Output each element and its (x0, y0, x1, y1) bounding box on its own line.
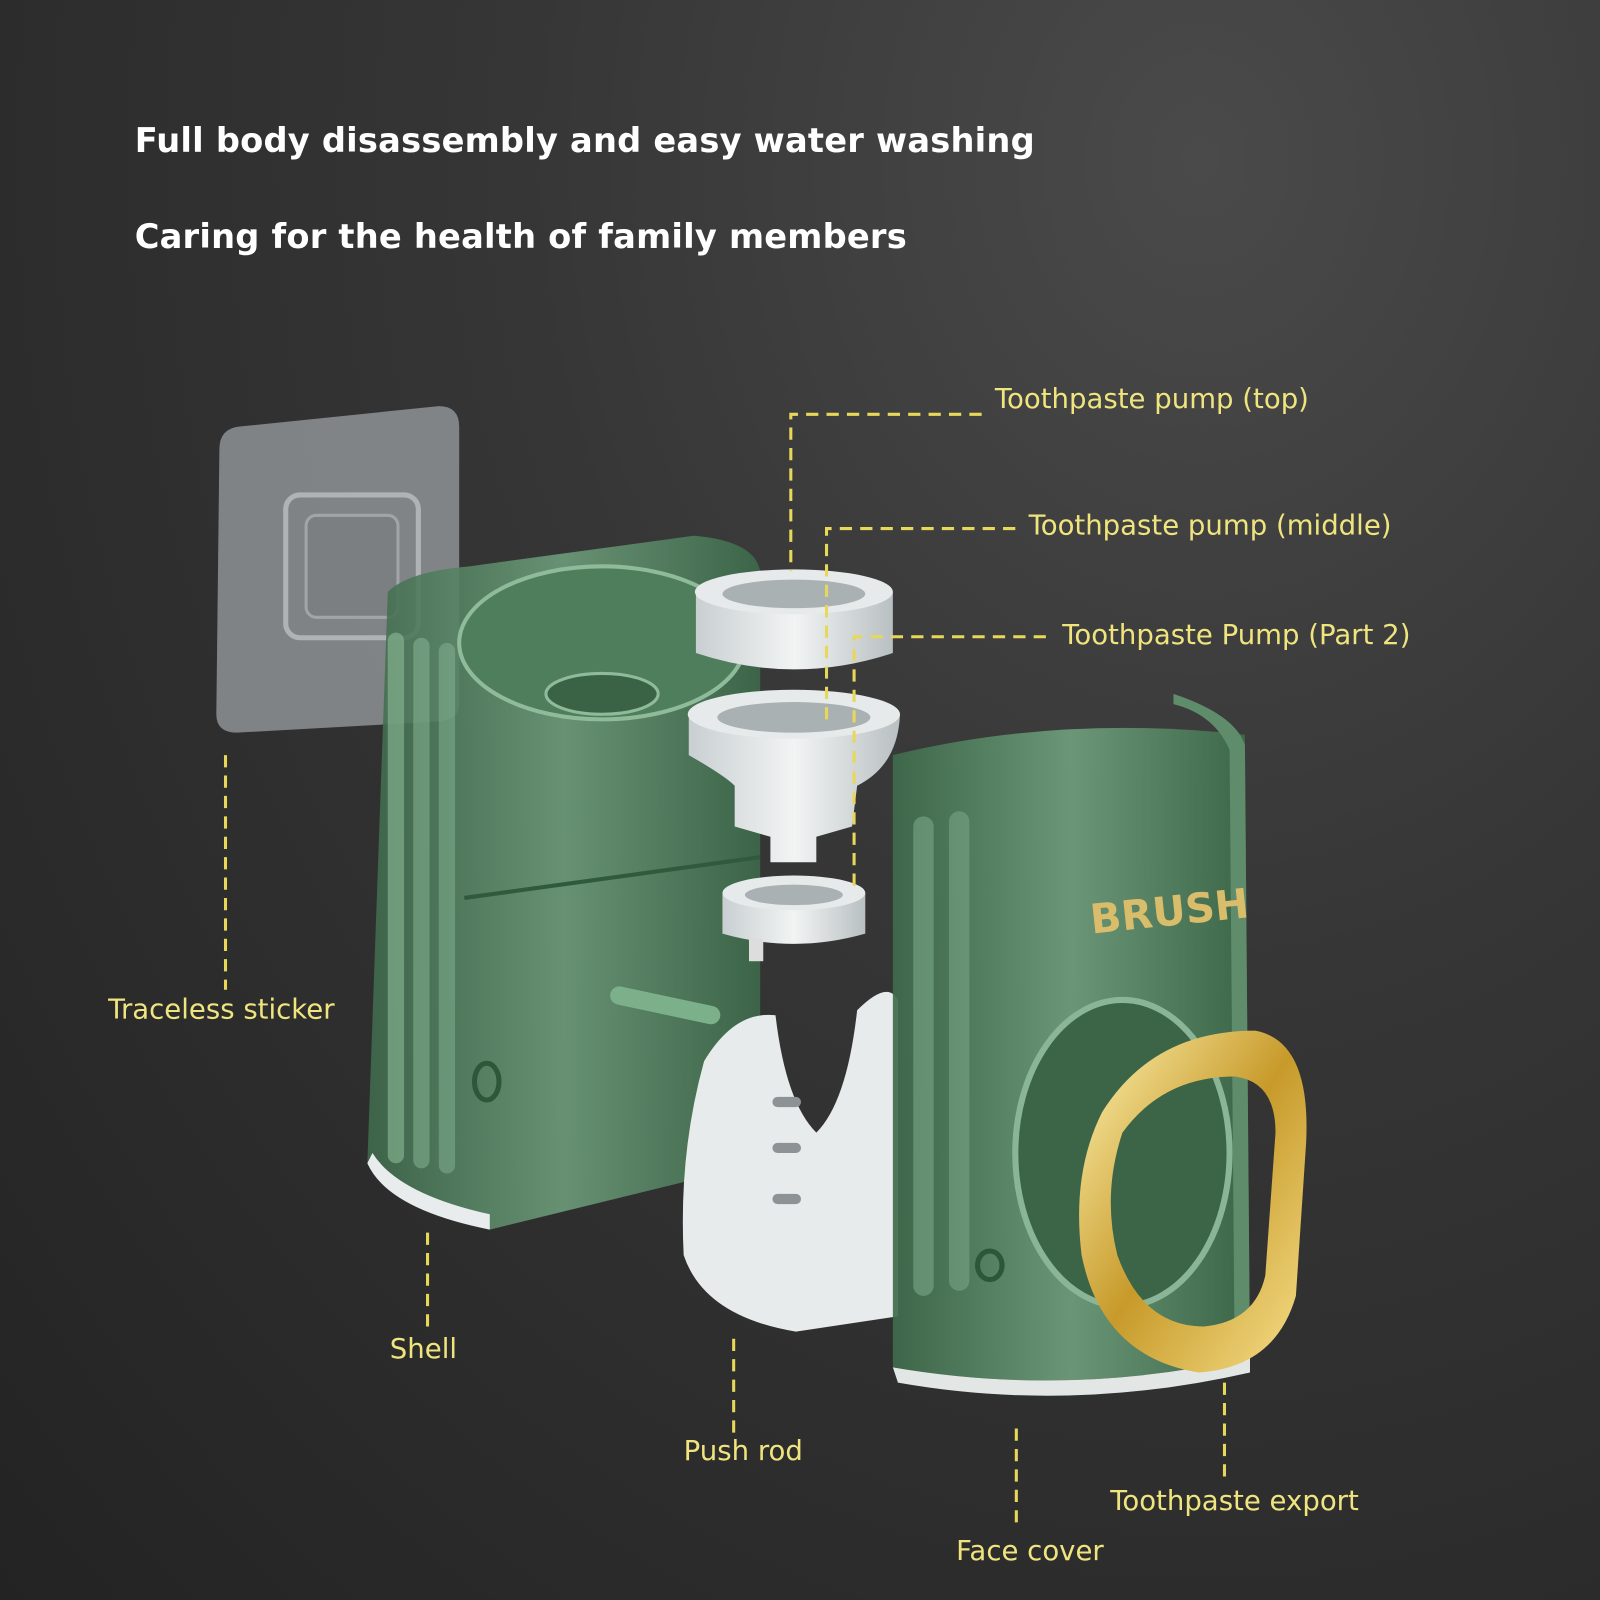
pump-top (694, 569, 893, 670)
label-shell: Shell (389, 1333, 458, 1366)
label-sticker: Traceless sticker (108, 993, 335, 1026)
subheadline: Caring for the health of family members (134, 216, 907, 257)
label-pump-top: Toothpaste pump (top) (994, 383, 1309, 416)
label-pump-middle: Toothpaste pump (middle) (1028, 510, 1392, 542)
label-pump-part2: Toothpaste Pump (Part 2) (1062, 619, 1411, 652)
leader-lines (223, 412, 1227, 1531)
pump-middle (687, 689, 900, 863)
label-export: Toothpaste export (1110, 1485, 1359, 1518)
pump-part2 (722, 875, 866, 962)
toothpaste-export (1079, 1030, 1307, 1373)
label-push-rod: Push rod (683, 1435, 803, 1468)
label-face-cover: Face cover (956, 1535, 1104, 1568)
shell (367, 535, 761, 1230)
face-cover: BRUSH (892, 693, 1251, 1396)
headline: Full body disassembly and easy water was… (134, 120, 1035, 161)
push-rod (610, 986, 898, 1332)
